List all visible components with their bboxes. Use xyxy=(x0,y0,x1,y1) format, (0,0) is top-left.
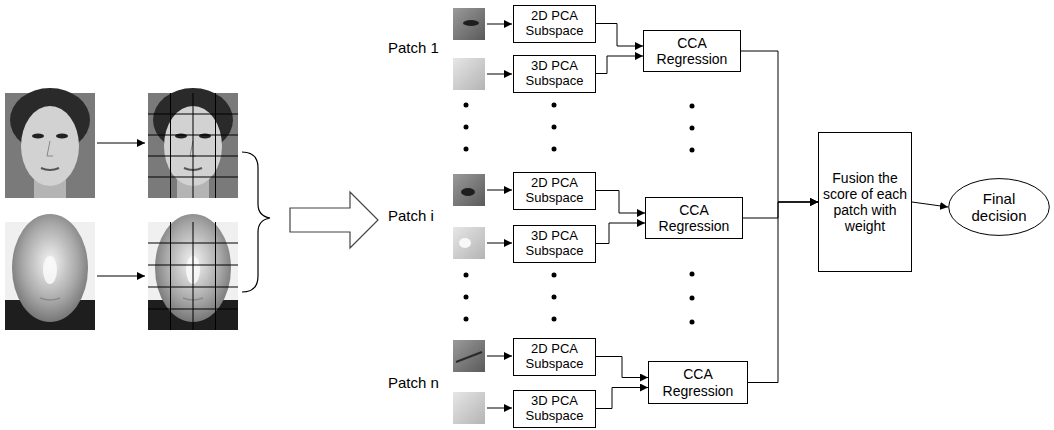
node-label: CCA Regression xyxy=(649,202,739,234)
connector xyxy=(748,202,818,383)
pca-box: 2D PCA Subspace xyxy=(513,172,596,210)
node-text: 3D PCA Subspace xyxy=(517,394,592,424)
pca-box: 3D PCA Subspace xyxy=(513,225,596,263)
patch-arrows xyxy=(487,24,512,408)
connector xyxy=(741,51,818,202)
cca-box: CCA Regression xyxy=(645,197,743,239)
pca-box: 2D PCA Subspace xyxy=(513,5,596,43)
node-label: 3D PCA Subspace xyxy=(517,229,592,259)
face-depth xyxy=(5,214,95,330)
node-label: CCA Regression xyxy=(647,35,737,67)
node-text: 3D PCA Subspace xyxy=(517,229,592,259)
connector xyxy=(596,56,643,74)
node-text: 2D PCA Subspace xyxy=(517,342,592,372)
node-label: 2D PCA Subspace xyxy=(517,9,592,39)
node-label: 3D PCA Subspace xyxy=(517,59,592,89)
connector xyxy=(596,191,645,214)
patch-image-detail xyxy=(459,238,471,248)
face-photo xyxy=(5,88,95,198)
patch-image xyxy=(453,392,485,424)
cca-box: CCA Regression xyxy=(648,361,748,404)
node-label: CCA Regression xyxy=(652,366,744,398)
patch-images xyxy=(453,8,485,424)
connector xyxy=(596,223,645,244)
node-label: 2D PCA Subspace xyxy=(517,176,592,206)
cca-box: CCA Regression xyxy=(643,30,741,72)
connector xyxy=(596,357,648,378)
patch-grid xyxy=(148,222,238,330)
patch-image-detail xyxy=(456,352,482,362)
arrow xyxy=(487,243,512,244)
decision-ellipse: Final decision xyxy=(948,178,1050,236)
pca-box: 3D PCA Subspace xyxy=(513,55,596,93)
node-text: CCA Regression xyxy=(649,202,739,234)
node-text: 2D PCA Subspace xyxy=(517,9,592,39)
arrow xyxy=(487,74,512,75)
node-label: 2D PCA Subspace xyxy=(517,342,592,372)
patch-label: Patch i xyxy=(386,207,436,224)
pca-box: 3D PCA Subspace xyxy=(513,390,596,428)
node-text: Fusion the score of each patch with weig… xyxy=(822,170,908,234)
patch-label: Patch n xyxy=(386,374,441,391)
pca-box: 2D PCA Subspace xyxy=(513,338,596,376)
node-text: CCA Regression xyxy=(652,366,744,398)
brace xyxy=(242,152,270,292)
arrow xyxy=(487,408,512,409)
node-text: 2D PCA Subspace xyxy=(517,176,592,206)
connector xyxy=(596,24,643,47)
arrow xyxy=(487,24,512,25)
patch-image-detail xyxy=(463,20,479,26)
node-text: CCA Regression xyxy=(647,35,737,67)
node-label: Fusion the score of each patch with weig… xyxy=(822,170,908,234)
ellipse-outline xyxy=(949,179,1050,236)
node-label: Final decision xyxy=(960,190,1038,225)
node-text: 3D PCA Subspace xyxy=(517,59,592,89)
patch-label: Patch 1 xyxy=(386,39,441,56)
node-text: Final decision xyxy=(960,190,1038,225)
connector xyxy=(743,202,818,218)
face-depth-gridded xyxy=(148,214,238,330)
patch-image xyxy=(453,8,485,40)
patch-image-detail xyxy=(461,188,475,196)
node-label: 3D PCA Subspace xyxy=(517,394,592,424)
patch-image xyxy=(453,58,485,90)
fusion-box: Fusion the score of each patch with weig… xyxy=(818,132,912,272)
arrow xyxy=(487,356,512,357)
patch-image xyxy=(453,174,485,206)
arrow xyxy=(487,190,512,191)
arrow xyxy=(97,143,145,144)
face-photo-gridded xyxy=(148,88,238,198)
patch-image xyxy=(453,340,485,372)
patch-image xyxy=(453,227,485,259)
patch-grid xyxy=(148,93,238,198)
arrow xyxy=(97,276,145,277)
connector xyxy=(596,388,648,409)
hollow-arrow xyxy=(290,192,378,248)
connector xyxy=(912,202,948,207)
